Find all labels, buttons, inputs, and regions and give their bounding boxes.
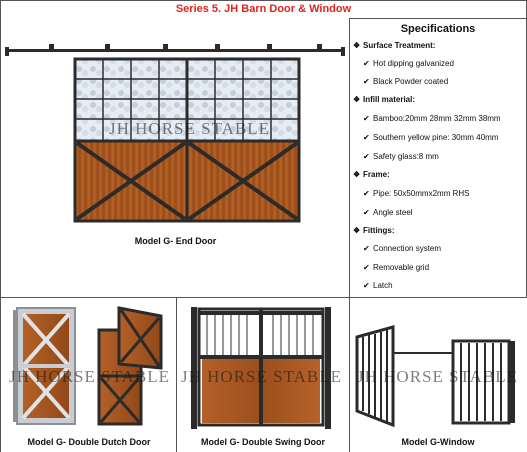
check-icon: ✔ bbox=[363, 208, 370, 217]
spec-text: Black Powder coated bbox=[373, 77, 449, 86]
spec-text: Fittings: bbox=[363, 226, 395, 235]
spec-text: Latch bbox=[373, 281, 393, 290]
end-door-image bbox=[5, 44, 345, 223]
check-icon: ✔ bbox=[363, 281, 370, 290]
spec-text: Surface Treatment: bbox=[363, 41, 436, 50]
spec-item: ✔Removable grid bbox=[363, 263, 429, 272]
diamond-bullet-icon: ❖ bbox=[353, 226, 361, 235]
check-icon: ✔ bbox=[363, 77, 370, 86]
check-icon: ✔ bbox=[363, 152, 370, 161]
spec-heading: ❖Frame: bbox=[353, 170, 390, 179]
spec-text: Infill material: bbox=[363, 95, 416, 104]
spec-heading: ❖Surface Treatment: bbox=[353, 41, 435, 50]
swing-door-image bbox=[191, 307, 331, 429]
end-door-caption: Model G- End Door bbox=[134, 236, 217, 246]
diamond-bullet-icon: ❖ bbox=[353, 95, 361, 104]
spec-text: Bamboo:20mm 28mm 32mm 38mm bbox=[373, 114, 501, 123]
spec-text: Southern yellow pine: 30mm 40mm bbox=[373, 133, 499, 142]
spec-item: ✔Pipe: 50x50mmx2mm RHS bbox=[363, 189, 469, 198]
spec-item: ✔Safety glass:8 mm bbox=[363, 152, 439, 161]
spec-text: Removable grid bbox=[373, 263, 430, 272]
spec-heading: ❖Fittings: bbox=[353, 226, 395, 235]
diamond-bullet-icon: ❖ bbox=[353, 170, 361, 179]
spec-item: ✔Latch bbox=[363, 281, 393, 290]
page-title: Series 5. JH Barn Door & Window bbox=[1, 1, 526, 19]
spec-item: ✔Hot dipping galvanized bbox=[363, 59, 454, 68]
spec-item: ✔Bamboo:20mm 28mm 32mm 38mm bbox=[363, 114, 501, 123]
window-caption: Model G-Window bbox=[401, 437, 475, 447]
check-icon: ✔ bbox=[363, 263, 370, 272]
spec-text: Pipe: 50x50mmx2mm RHS bbox=[373, 189, 470, 198]
spec-item: ✔Angle steel bbox=[363, 208, 413, 217]
spec-item: ✔Black Powder coated bbox=[363, 77, 448, 86]
spec-text: Connection system bbox=[373, 244, 442, 253]
check-icon: ✔ bbox=[363, 114, 370, 123]
window-image bbox=[355, 325, 515, 427]
check-icon: ✔ bbox=[363, 244, 370, 253]
spec-item: ✔Southern yellow pine: 30mm 40mm bbox=[363, 133, 498, 142]
swing-door-caption: Model G- Double Swing Door bbox=[201, 437, 325, 447]
check-icon: ✔ bbox=[363, 59, 370, 68]
specifications-heading: Specifications bbox=[400, 23, 476, 35]
diamond-bullet-icon: ❖ bbox=[353, 41, 361, 50]
spec-text: Hot dipping galvanized bbox=[373, 59, 454, 68]
spec-text: Safety glass:8 mm bbox=[373, 152, 439, 161]
spec-item: ✔Connection system bbox=[363, 244, 441, 253]
dutch-door-image bbox=[13, 306, 163, 426]
check-icon: ✔ bbox=[363, 189, 370, 198]
spec-text: Angle steel bbox=[373, 208, 413, 217]
dutch-door-caption: Model G- Double Dutch Door bbox=[27, 437, 151, 447]
spec-heading: ❖Infill material: bbox=[353, 95, 415, 104]
spec-text: Frame: bbox=[363, 170, 390, 179]
check-icon: ✔ bbox=[363, 133, 370, 142]
